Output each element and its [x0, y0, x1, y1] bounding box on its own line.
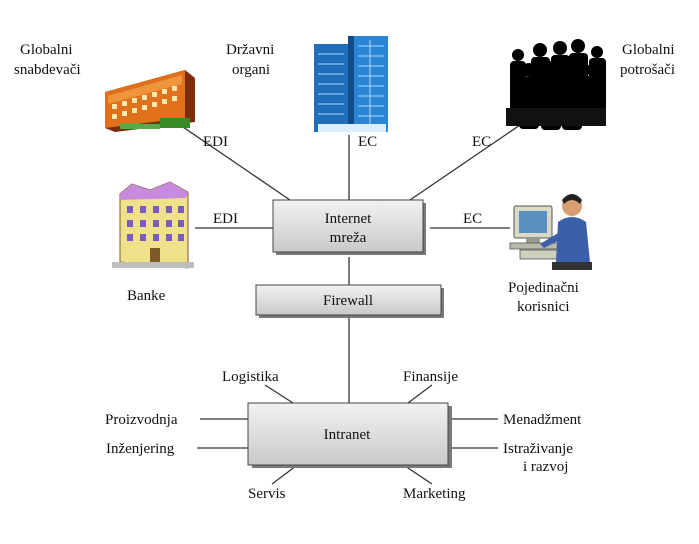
state-bodies-label-line2: organi	[232, 62, 270, 78]
intranet-box: Intranet	[247, 402, 452, 468]
individual-users-label-line1: Pojedinačni	[508, 280, 579, 296]
firewall-box: Firewall	[255, 284, 444, 318]
internet-label-line1: Internet	[325, 211, 372, 227]
research-label-line2: i razvoj	[523, 459, 568, 475]
firewall-label: Firewall	[323, 293, 373, 309]
bank-building-icon	[112, 181, 194, 269]
suppliers-link-label: EDI	[203, 134, 228, 150]
finance-label: Finansije	[403, 369, 458, 385]
line-finance	[407, 384, 433, 404]
banks-label: Banke	[127, 288, 166, 304]
supplier-building-icon	[105, 70, 195, 132]
government-building-icon	[314, 36, 388, 132]
line-suppliers-internet	[179, 124, 291, 201]
global-suppliers-label-line1: Globalni	[20, 42, 73, 58]
global-consumers-label-line1: Globalni	[622, 42, 675, 58]
global-suppliers-label-line2: snabdevači	[14, 62, 81, 78]
consumers-link-label: EC	[472, 134, 491, 150]
crowd-icon	[506, 39, 606, 130]
state-bodies-label-line1: Državni	[226, 42, 274, 58]
internet-box: Internet mreža	[272, 199, 426, 255]
line-service	[271, 465, 297, 485]
users-link-label: EC	[463, 211, 482, 227]
global-consumers-label-line2: potrošači	[620, 62, 675, 78]
banks-link-label: EDI	[213, 211, 238, 227]
state-link-label: EC	[358, 134, 377, 150]
engineering-label: Inženjering	[106, 441, 175, 457]
management-label: Menadžment	[503, 412, 582, 428]
intranet-label: Intranet	[324, 427, 371, 443]
individual-users-label-line2: korisnici	[517, 299, 570, 315]
production-label: Proizvodnja	[105, 412, 178, 428]
line-consumers-internet	[409, 124, 521, 201]
logistics-label: Logistika	[222, 369, 279, 385]
service-label: Servis	[248, 486, 286, 502]
research-label-line1: Istraživanje	[503, 441, 573, 457]
line-marketing	[404, 465, 433, 485]
connector-lines	[179, 124, 521, 485]
internet-label-line2: mreža	[330, 230, 367, 246]
line-logistics	[264, 384, 294, 404]
marketing-label: Marketing	[403, 486, 466, 502]
computer-user-icon	[509, 194, 592, 270]
